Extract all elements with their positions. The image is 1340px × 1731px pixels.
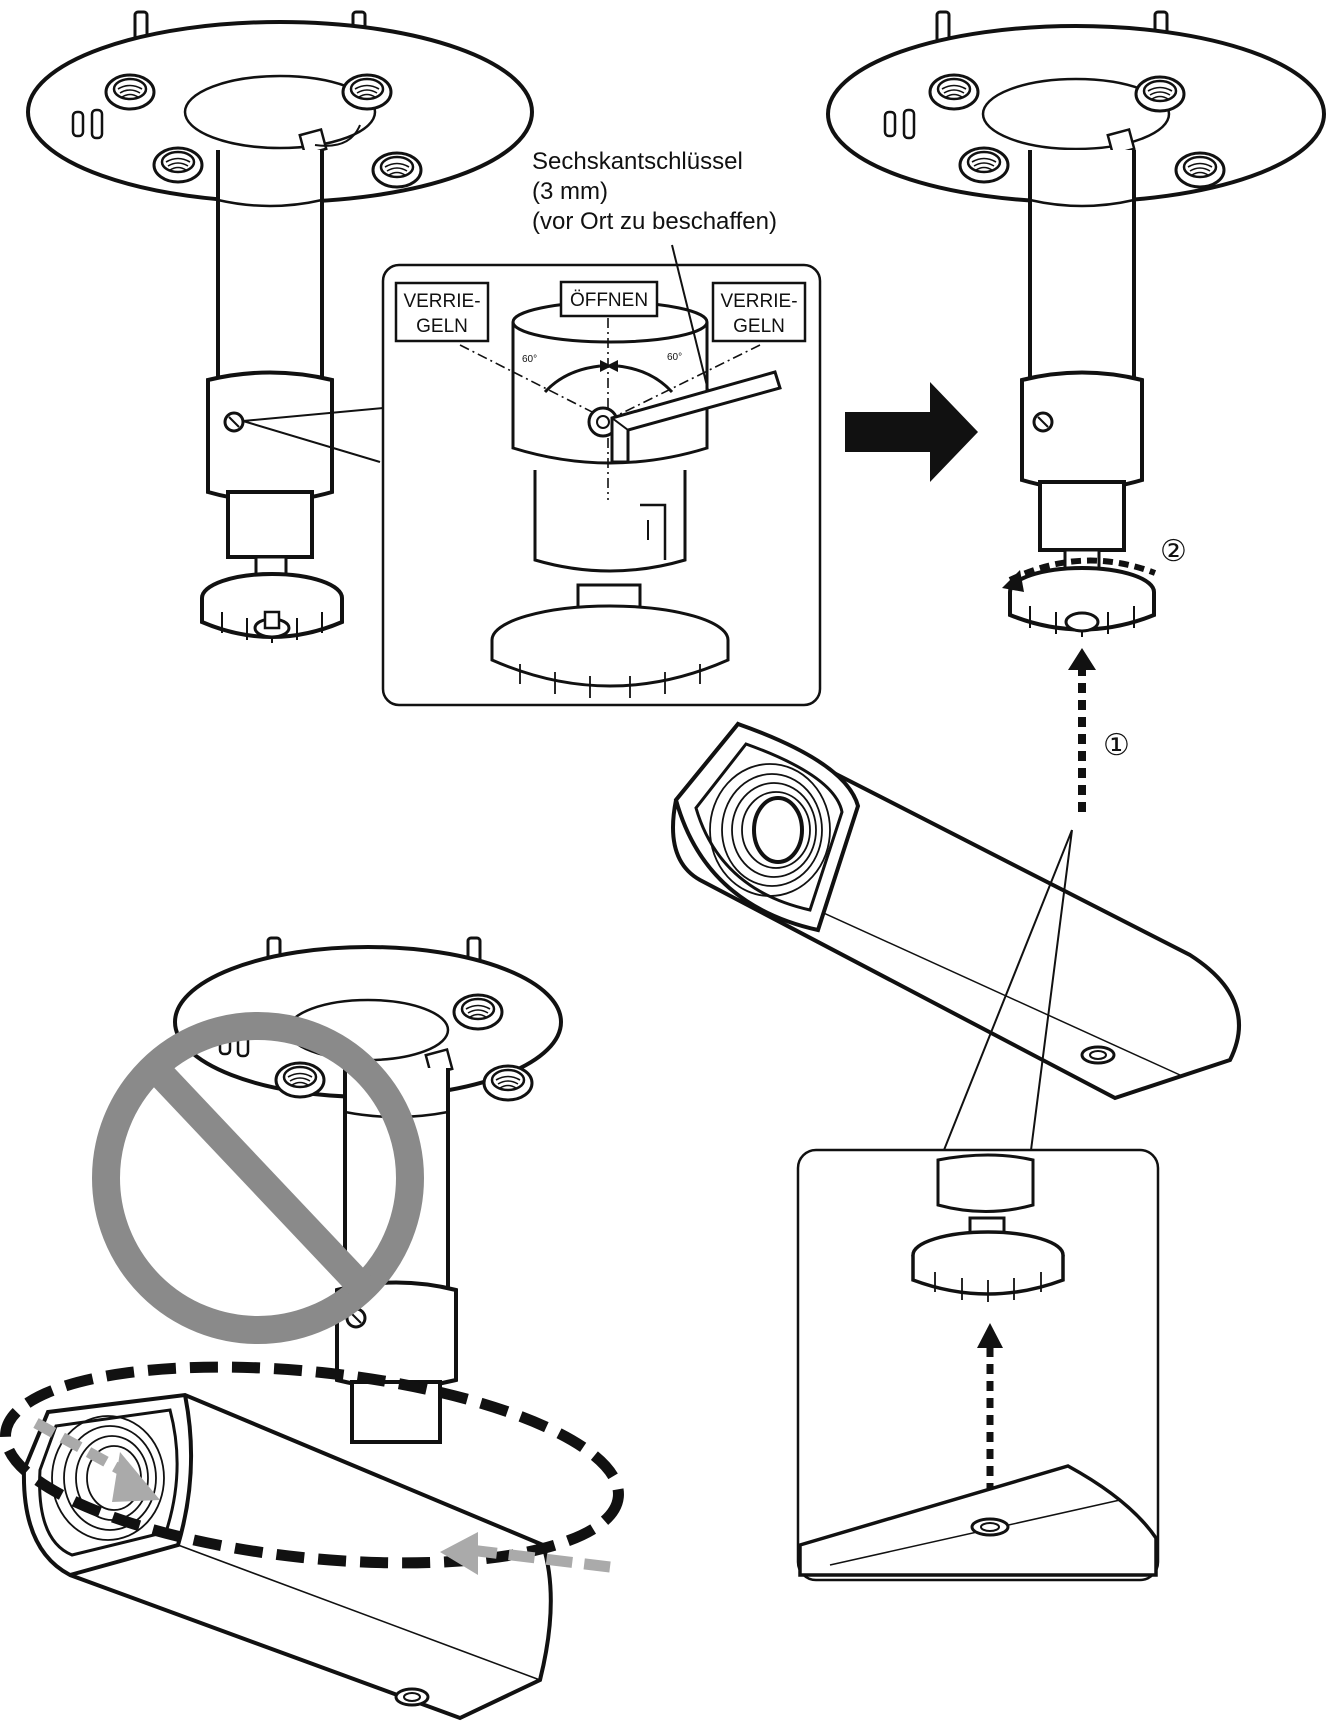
lock-left-label-1: VERRIE-: [403, 291, 480, 312]
bracket-ready-figure: ② ①: [826, 10, 1326, 812]
cable-clip-icon: [883, 108, 1136, 157]
wrench-label-line1: Sechskantschlüssel: [532, 148, 743, 175]
plate-screw-icon: [958, 146, 1010, 184]
open-box: ÖFFNEN: [559, 280, 659, 318]
next-step-arrow-icon: [845, 382, 978, 482]
step-1-marker: ①: [1103, 729, 1130, 762]
plate-screw-icon: [274, 1061, 326, 1099]
wrench-label-line3: (vor Ort zu beschaffen): [532, 208, 777, 235]
step-2-marker: ②: [1160, 535, 1187, 568]
plate-screw-icon: [152, 146, 204, 184]
lock-right-label-2: GELN: [733, 316, 785, 337]
wrench-label: Sechskantschlüssel (3 mm) (vor Ort zu be…: [532, 148, 777, 235]
lock-left-box: VERRIE- GELN: [394, 281, 490, 343]
plate-screw-icon: [104, 73, 156, 111]
cable-clip-icon: [71, 108, 328, 157]
plate-screw-icon: [341, 73, 393, 111]
wrench-label-line2: (3 mm): [532, 178, 608, 205]
lock-detail-callout: 60° 60° VERRIE- GELN ÖFFNEN VERRIE- GELN: [381, 263, 822, 707]
angle-right-label: 60°: [667, 352, 682, 363]
camera-figure: [671, 721, 1241, 1161]
plate-screw-icon: [482, 1064, 534, 1102]
plate-screw-icon: [928, 73, 980, 111]
bracket-unlocked-figure: [26, 10, 534, 643]
plate-screw-icon: [371, 151, 423, 189]
plate-screw-icon: [452, 993, 504, 1031]
plate-screw-icon: [1134, 75, 1186, 113]
prohibited-rotation-figure: [0, 936, 624, 1721]
plate-screw-icon: [1174, 151, 1226, 189]
lock-right-box: VERRIE- GELN: [711, 281, 807, 343]
prohibited-icon: [92, 1012, 424, 1344]
lock-left-label-2: GELN: [416, 316, 468, 337]
open-label: ÖFFNEN: [570, 290, 648, 311]
lock-right-label-1: VERRIE-: [720, 291, 797, 312]
angle-left-label: 60°: [522, 354, 537, 365]
knob-detail-callout: [796, 1148, 1160, 1582]
